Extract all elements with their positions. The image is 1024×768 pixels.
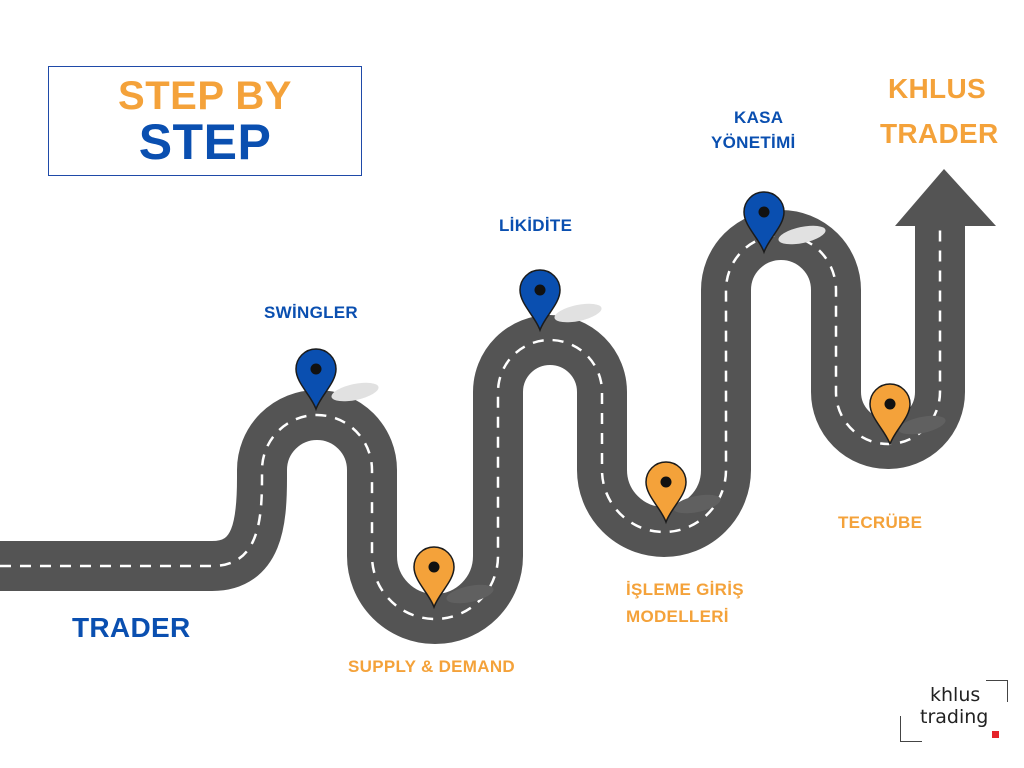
pin-shadow [331,382,379,402]
pin-shadow [446,584,494,604]
arrow-up-icon [895,169,996,226]
label-likidite: LİKİDİTE [499,216,573,235]
logo-accent-dot [992,731,999,738]
title-line-1: STEP BY [118,74,292,118]
label-goal-line-1: KHLUS [888,73,986,104]
logo-line-1: khlus [930,684,981,706]
logo-line-2: trading [920,706,989,728]
label-isleme-line-2: MODELLERİ [626,607,729,626]
map-pin-icon [869,383,911,447]
label-trader: TRADER [72,612,191,643]
label-isleme-line-1: İŞLEME GİRİŞ [626,580,744,599]
label-goal-line-2: TRADER [880,118,999,149]
logo-text: khlus trading [920,684,988,728]
winding-road [0,210,965,644]
pin-shadow [673,494,721,514]
map-pin-icon [295,348,337,412]
map-pin-icon [645,461,687,525]
title-box: STEP BY STEP [48,66,362,176]
pin-shadow [778,225,826,245]
pin-shadow [898,415,946,435]
label-kasa-line-2: YÖNETİMİ [711,133,796,152]
label-swingler: SWİNGLER [264,303,359,322]
map-pin-icon [413,546,455,610]
pin-shadow [554,303,602,323]
title-line-2: STEP [138,114,272,170]
brand-logo: khlus trading [900,680,1008,744]
logo-corner [900,716,922,742]
logo-corner [986,680,1008,702]
map-pin-icon [743,191,785,255]
map-pin-icon [519,269,561,333]
label-supply-demand: SUPPLY & DEMAND [348,657,515,676]
label-kasa-line-1: KASA [734,108,784,127]
label-tecrube: TECRÜBE [838,513,923,532]
road-centerline [0,222,942,621]
